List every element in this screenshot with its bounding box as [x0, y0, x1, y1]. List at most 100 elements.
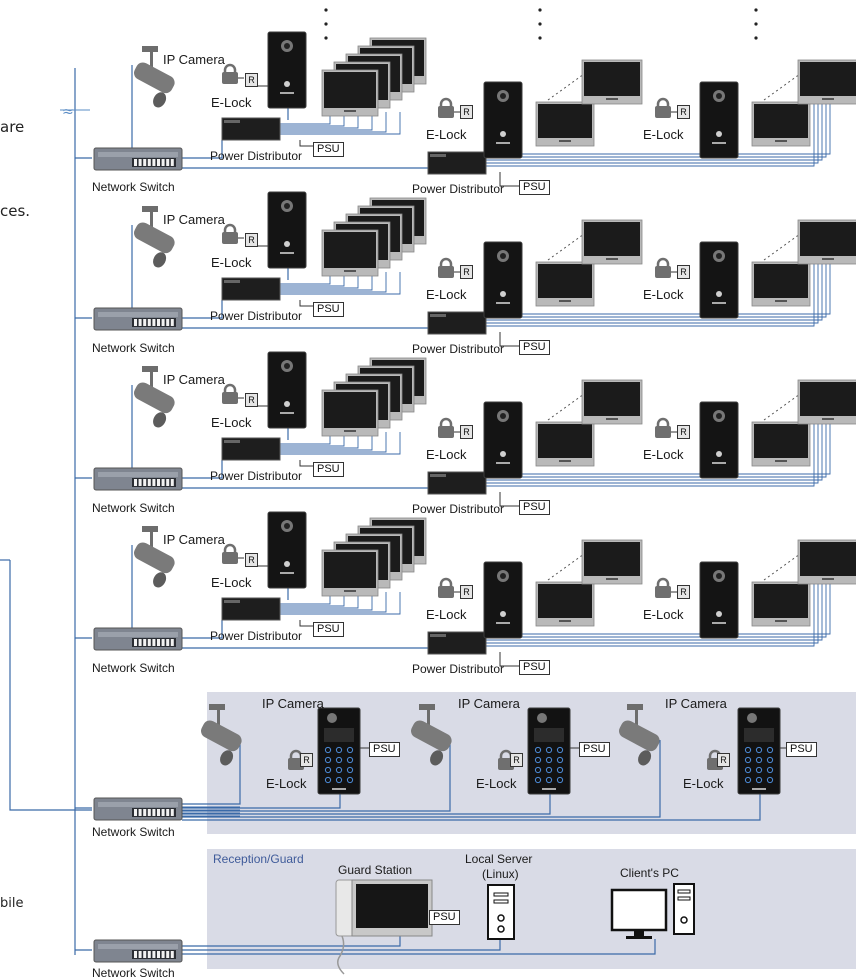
- floor-row: [75, 545, 831, 667]
- power-distributor-label: Power Distributor: [412, 662, 505, 676]
- psu-box: PSU: [519, 340, 550, 355]
- relay-box: R: [677, 265, 690, 279]
- psu-box: PSU: [313, 142, 344, 157]
- cable: [299, 620, 313, 627]
- local-server-icon: [487, 884, 515, 940]
- cable: [499, 172, 519, 187]
- network-switch: [93, 939, 183, 963]
- psu-box: PSU: [519, 500, 550, 515]
- relay-box: R: [300, 753, 313, 767]
- door-station: [483, 401, 523, 479]
- lock-icon: [222, 223, 244, 244]
- ip-camera-label: IP Camera: [665, 696, 727, 711]
- keypad-door-station: [737, 707, 781, 795]
- continuation-dots: [538, 8, 542, 40]
- power-distributor: [427, 631, 487, 655]
- psu-box: PSU: [519, 180, 550, 195]
- power-distributor-label: Power Distributor: [210, 309, 303, 323]
- lock-icon: [438, 577, 460, 598]
- cable: [182, 740, 661, 818]
- lock-icon: [438, 97, 460, 118]
- cable: [280, 272, 387, 293]
- power-distributor: [427, 311, 487, 335]
- cable: [486, 250, 827, 318]
- network-switch: [93, 307, 183, 331]
- cable: [486, 410, 831, 475]
- indoor-monitor: [751, 581, 811, 627]
- cable: [182, 460, 223, 479]
- dashed-link: [763, 393, 801, 421]
- psu-box: PSU: [313, 622, 344, 637]
- cable: [182, 939, 501, 951]
- power-distributor-label: Power Distributor: [412, 502, 505, 516]
- backbone: ≈: [0, 68, 92, 955]
- power-distributor: [221, 277, 281, 301]
- cable: [486, 90, 831, 155]
- ip-camera-icon: [134, 366, 175, 428]
- break-mark: ≈: [62, 104, 74, 120]
- cable: [182, 140, 223, 159]
- cable: [486, 250, 831, 315]
- cable: [182, 794, 341, 809]
- relay-box: R: [460, 265, 473, 279]
- cable: [280, 432, 345, 447]
- cable: [299, 140, 313, 147]
- cable: [486, 90, 815, 167]
- cable: [280, 592, 359, 609]
- network-switch-label: Network Switch: [92, 341, 175, 355]
- indoor-monitor: [797, 379, 856, 425]
- e-lock-label: E-Lock: [476, 776, 517, 791]
- cable: [486, 90, 823, 161]
- relay-box: R: [460, 585, 473, 599]
- ip-camera-icon: [134, 46, 175, 108]
- dashed-link: [547, 233, 585, 261]
- cable: [280, 272, 373, 291]
- cable: [280, 592, 401, 615]
- power-distributor-label: Power Distributor: [412, 342, 505, 356]
- cable: [499, 652, 519, 667]
- ip-camera-icon: [134, 206, 175, 268]
- lock-icon: [655, 577, 677, 598]
- door-station: [267, 31, 307, 109]
- relay-box: R: [460, 105, 473, 119]
- power-distributor: [221, 597, 281, 621]
- e-lock-label: E-Lock: [211, 575, 252, 590]
- door-station: [699, 241, 739, 319]
- psu-box: PSU: [579, 742, 610, 757]
- ip-camera-icon: [201, 704, 242, 766]
- lock-icon: [438, 257, 460, 278]
- network-switch: [93, 797, 183, 821]
- cable: [280, 112, 373, 131]
- local-server-label: Local Server: [465, 852, 533, 866]
- cable: [182, 794, 761, 821]
- cable: [182, 939, 656, 955]
- indoor-monitor: [581, 539, 643, 585]
- lock-icon: [222, 63, 244, 84]
- cable: [486, 410, 823, 481]
- indoor-monitor: [535, 581, 595, 627]
- ip-camera-label: IP Camera: [163, 212, 225, 227]
- e-lock-label: E-Lock: [643, 607, 684, 622]
- ip-camera-icon: [134, 526, 175, 588]
- indoor-monitor: [535, 261, 595, 307]
- cable: [486, 90, 827, 158]
- cable: [280, 272, 401, 295]
- cable: [280, 272, 359, 289]
- entrance-row: [75, 740, 786, 821]
- left-text-2: ces.: [0, 202, 31, 220]
- dashed-link: [547, 553, 585, 581]
- dashed-link: [547, 393, 585, 421]
- cable: [280, 432, 401, 455]
- indoor-monitor: [321, 229, 379, 277]
- cable: [486, 410, 827, 478]
- indoor-monitor: [797, 59, 856, 105]
- indoor-monitor: [581, 219, 643, 265]
- e-lock-label: E-Lock: [211, 95, 252, 110]
- cable: [280, 112, 387, 133]
- clients-pc-label: Client's PC: [620, 866, 679, 880]
- lock-icon: [655, 417, 677, 438]
- indoor-monitor: [581, 379, 643, 425]
- keypad-door-station: [317, 707, 361, 795]
- left-text-3: bile: [0, 896, 24, 911]
